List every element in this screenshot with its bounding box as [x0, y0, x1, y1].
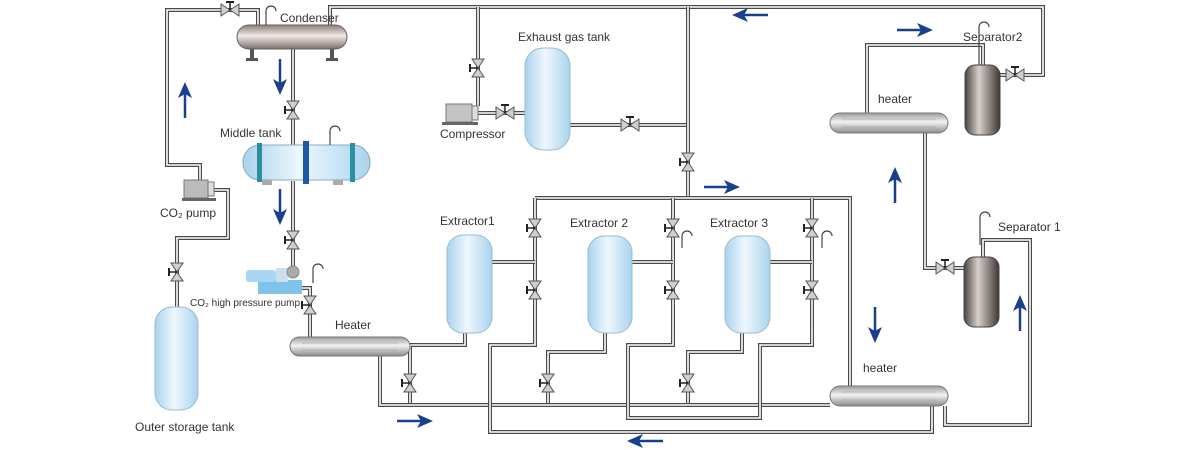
- valve-icon[interactable]: [679, 373, 695, 393]
- valve-icon[interactable]: [220, 1, 240, 17]
- label-heater-left: Heater: [335, 318, 371, 332]
- outer-storage-tank[interactable]: [154, 306, 199, 411]
- heater-lower-right[interactable]: [829, 385, 949, 407]
- valve-icon[interactable]: [168, 262, 184, 282]
- label-middle-tank: Middle tank: [220, 126, 282, 140]
- pipe-inner: [944, 239, 1031, 426]
- extractor-1[interactable]: [446, 234, 493, 334]
- flow-arrow-icon: [273, 59, 287, 95]
- condenser[interactable]: [236, 5, 348, 61]
- exhaust-gas-tank[interactable]: [524, 47, 571, 151]
- pipe-inner: [627, 330, 813, 419]
- valve-icon[interactable]: [495, 104, 515, 120]
- label-extractor2: Extractor 2: [570, 216, 628, 230]
- pipe-inner: [166, 9, 259, 180]
- equipment: [154, 5, 1001, 411]
- pipe-inner: [300, 287, 311, 338]
- pipe-inner: [924, 133, 964, 269]
- flow-arrows: [178, 8, 1027, 448]
- pipe-inner: [866, 44, 984, 113]
- label-extractor3: Extractor 3: [710, 216, 768, 230]
- flow-arrow-icon: [1013, 295, 1027, 331]
- pipe-inner: [547, 333, 606, 405]
- labels: Condenser Exhaust gas tank Separator2 he…: [135, 11, 1061, 434]
- pipe-inner: [379, 356, 830, 406]
- valve-icon[interactable]: [803, 280, 819, 300]
- pipe: [378, 356, 830, 407]
- label-compressor: Compressor: [440, 127, 505, 141]
- valve-icon[interactable]: [664, 280, 680, 300]
- label-heater-upper-right: heater: [878, 92, 912, 106]
- label-separator1: Separator 1: [998, 220, 1061, 234]
- label-exhaust-gas-tank: Exhaust gas tank: [518, 30, 611, 44]
- compressor[interactable]: [442, 103, 479, 125]
- flow-arrow-icon: [888, 167, 902, 203]
- valve-icon[interactable]: [284, 230, 300, 250]
- valve-icon[interactable]: [469, 58, 485, 78]
- flow-arrow-icon: [273, 189, 287, 225]
- pipe-inner: [329, 6, 1044, 76]
- pipe: [686, 333, 744, 405]
- valve-icon[interactable]: [526, 218, 542, 238]
- separator-1[interactable]: [963, 211, 1000, 328]
- extractor-2[interactable]: [587, 235, 633, 334]
- flow-arrow-icon: [627, 434, 663, 448]
- valve-icon[interactable]: [539, 373, 555, 393]
- valve-icon[interactable]: [935, 259, 955, 275]
- valve-icon[interactable]: [664, 218, 680, 238]
- pipe: [923, 133, 964, 270]
- pipe-inner: [489, 330, 933, 433]
- valve-icon[interactable]: [679, 152, 695, 172]
- pipe: [408, 333, 467, 405]
- flow-arrow-icon: [868, 307, 882, 343]
- flow-arrow-icon: [704, 180, 740, 194]
- label-condenser: Condenser: [280, 11, 339, 25]
- flow-arrow-icon: [178, 82, 192, 118]
- co2-high-pressure-pump[interactable]: [246, 263, 324, 294]
- heater-left[interactable]: [289, 336, 411, 357]
- label-co2-pump: CO₂ pump: [160, 206, 216, 220]
- valve-icon[interactable]: [620, 116, 640, 132]
- valve-icon[interactable]: [526, 280, 542, 300]
- valve-icon[interactable]: [301, 295, 317, 315]
- heater-upper-right[interactable]: [829, 112, 949, 134]
- extractor-3[interactable]: [724, 235, 771, 334]
- flow-arrow-icon: [397, 414, 433, 428]
- valve-icon[interactable]: [284, 100, 300, 120]
- label-co2-high-pressure-pump: CO₂ high pressure pump: [190, 298, 300, 309]
- co2-pump[interactable]: [182, 179, 216, 201]
- valve-icon[interactable]: [803, 218, 819, 238]
- valve-icon[interactable]: [1005, 66, 1025, 82]
- middle-tank[interactable]: [242, 125, 371, 185]
- label-heater-lower-right: heater: [863, 361, 897, 375]
- pipe: [546, 333, 607, 405]
- label-extractor1: Extractor1: [440, 214, 495, 228]
- pipe-inner: [535, 197, 851, 386]
- separator-2[interactable]: [964, 21, 1001, 136]
- pipe-inner: [687, 333, 743, 405]
- label-separator2: Separator2: [963, 30, 1023, 44]
- flow-arrow-icon: [732, 8, 768, 22]
- flow-arrow-icon: [897, 23, 933, 37]
- pipe-inner: [176, 189, 229, 308]
- label-outer-storage-tank: Outer storage tank: [135, 420, 235, 434]
- valves: [168, 1, 1025, 393]
- valve-icon[interactable]: [401, 373, 417, 393]
